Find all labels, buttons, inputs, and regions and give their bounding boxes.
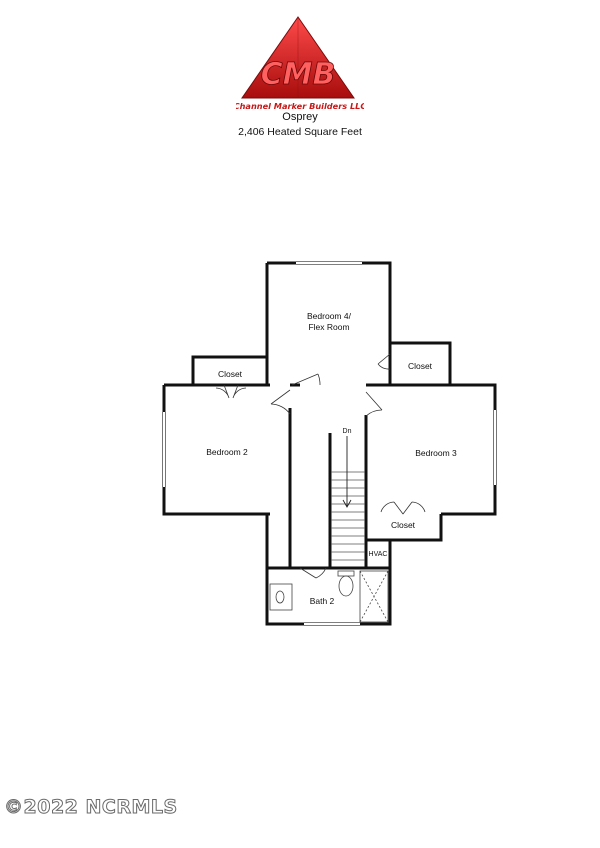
label-bedroom4-line1: Bedroom 4/ — [307, 311, 352, 321]
label-closet-right: Closet — [408, 361, 433, 371]
label-bath2: Bath 2 — [310, 596, 335, 606]
stair-treads — [331, 471, 365, 561]
plan-area: 2,406 Heated Square Feet — [238, 126, 362, 138]
door-closet-bottom — [380, 501, 426, 515]
label-hvac: HVAC — [369, 551, 388, 558]
wall-stairs — [328, 415, 390, 568]
wall-closet-left — [191, 355, 267, 385]
label-stairs-dn: Dn — [343, 428, 352, 435]
door-bedroom4 — [291, 373, 321, 386]
shower-cross — [359, 570, 389, 623]
sink-icon — [275, 590, 285, 604]
vanity — [269, 583, 293, 611]
wall-hall — [288, 383, 300, 568]
stair-arrow — [342, 436, 352, 508]
door-bedroom2 — [270, 389, 291, 415]
label-bedroom2: Bedroom 2 — [206, 447, 248, 457]
label-bedroom3: Bedroom 3 — [415, 448, 457, 458]
toilet-icon — [338, 575, 354, 597]
logo-company-name: Channel Marker Builders LLC — [236, 101, 364, 111]
label-closet-left: Closet — [218, 369, 243, 379]
door-bedroom3 — [365, 391, 383, 417]
watermark: ©2022 NCRMLS — [4, 796, 178, 819]
window-bedroom3 — [493, 410, 497, 485]
toilet-tank — [337, 570, 355, 577]
plan-name: Osprey — [282, 111, 318, 123]
label-closet-bottom: Closet — [391, 520, 416, 530]
door-bath — [299, 567, 327, 579]
window-bedroom2 — [162, 412, 166, 487]
window-bedroom4 — [296, 261, 362, 265]
label-bedroom4-line2: Flex Room — [308, 322, 349, 332]
wall-bath — [265, 566, 392, 626]
wall-bedroom2 — [162, 383, 270, 570]
window-bath — [304, 622, 360, 626]
company-logo: CMB Channel Marker Builders LLC — [236, 16, 364, 111]
door-closet-right — [377, 353, 391, 370]
door-closet-left — [215, 384, 247, 399]
logo-initials: CMB — [261, 57, 336, 92]
shower — [359, 570, 389, 623]
